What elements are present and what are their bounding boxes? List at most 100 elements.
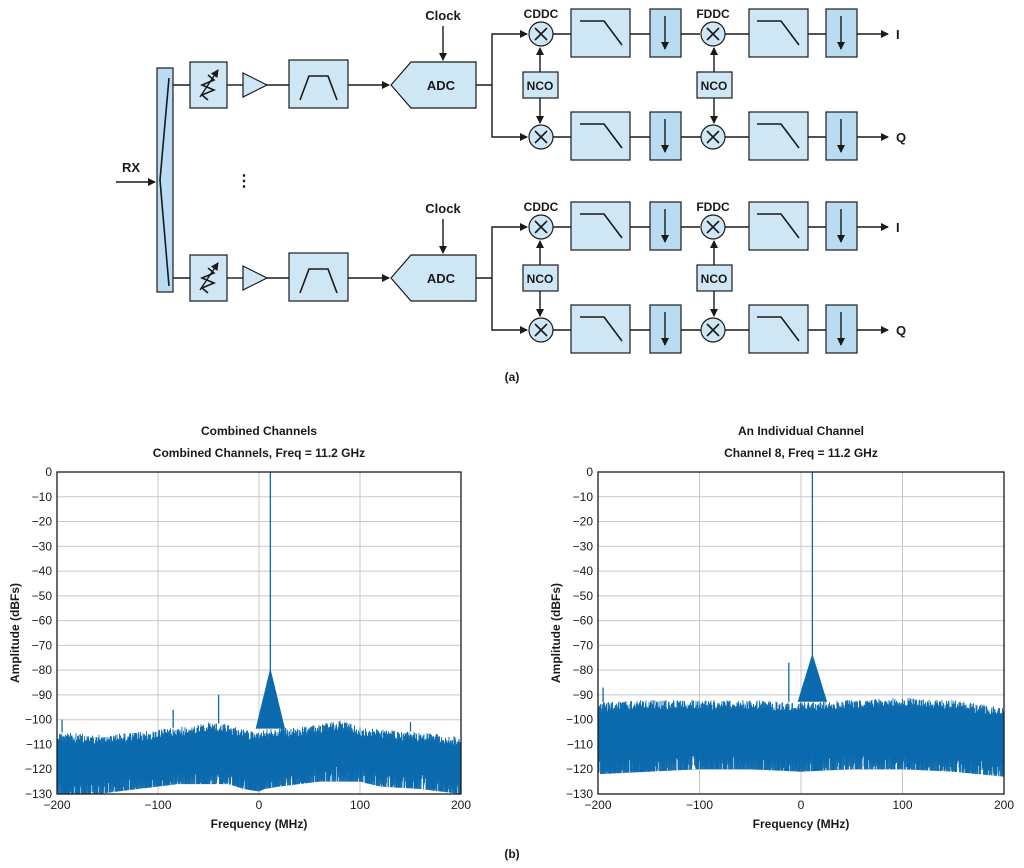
y-tick-label: 0	[45, 465, 52, 479]
y-tick-label: −90	[32, 688, 53, 702]
fddc-label: FDDC	[696, 7, 730, 21]
lowpass-icon	[580, 316, 623, 342]
y-tick-label: −20	[573, 515, 594, 529]
carrier-skirt	[797, 653, 828, 702]
y-axis-label: Amplitude (dBFs)	[8, 583, 22, 683]
y-tick-label: −100	[25, 713, 52, 727]
clock-label: Clock	[425, 8, 461, 23]
output-q-label: Q	[896, 130, 906, 145]
output-i-label: I	[896, 27, 900, 42]
y-tick-label: −40	[32, 564, 53, 578]
x-tick-label: 0	[798, 798, 805, 812]
y-tick-label: −60	[573, 614, 594, 628]
caption-b: (b)	[504, 847, 519, 861]
x-tick-label: 100	[350, 798, 370, 812]
x-tick-label: 100	[892, 798, 912, 812]
y-tick-label: −50	[573, 589, 594, 603]
spectrum-noise-floor	[56, 720, 462, 795]
y-tick-label: −70	[32, 638, 53, 652]
bandpass-icon	[299, 268, 338, 294]
y-tick-label: −110	[26, 737, 52, 751]
bandpass-icon	[299, 75, 338, 101]
lowpass-filter-block	[748, 201, 809, 251]
nco-label: NCO	[701, 79, 728, 93]
rx-chain-top: ADC Clock CDDC NCO FDDC	[173, 7, 906, 161]
y-axis-label: Amplitude (dBFs)	[549, 583, 563, 683]
lowpass-filter-block	[570, 111, 631, 161]
lowpass-icon	[757, 123, 800, 149]
x-tick-label: −200	[584, 798, 611, 812]
chart-subtitle: Combined Channels, Freq = 11.2 GHz	[153, 446, 365, 460]
x-tick-label: 200	[994, 798, 1014, 812]
attenuator-icon	[199, 267, 217, 294]
y-tick-label: −80	[32, 663, 53, 677]
carrier-skirt	[255, 670, 285, 729]
attenuator-icon	[199, 74, 217, 101]
bandpass-filter-block	[288, 59, 349, 109]
y-tick-label: −120	[566, 762, 593, 776]
lowpass-icon	[580, 20, 623, 46]
y-tick-label: −130	[25, 787, 52, 801]
clock-label: Clock	[425, 201, 461, 216]
splitter-glyph	[159, 77, 170, 287]
plot-frame	[597, 471, 1005, 795]
adc-label: ADC	[427, 78, 456, 93]
y-tick-label: −50	[32, 589, 53, 603]
chart-title: Combined Channels	[201, 424, 317, 438]
y-tick-label: −100	[566, 713, 593, 727]
y-tick-label: −90	[573, 688, 594, 702]
amplifier-triangle	[242, 72, 269, 98]
y-tick-label: −120	[25, 762, 52, 776]
y-tick-label: 0	[586, 465, 593, 479]
chart-title: An Individual Channel	[738, 424, 864, 438]
fddc-label: FDDC	[696, 200, 730, 214]
adc-label: ADC	[427, 271, 456, 286]
x-tick-label: −100	[686, 798, 713, 812]
output-i-label: I	[896, 220, 900, 235]
chart-subtitle: Channel 8, Freq = 11.2 GHz	[724, 446, 878, 460]
y-tick-label: −10	[32, 490, 53, 504]
cddc-label: CDDC	[524, 7, 559, 21]
nco-cddc	[522, 264, 559, 292]
y-tick-label: −110	[567, 737, 593, 751]
x-tick-label: 0	[256, 798, 263, 812]
bandpass-filter-block	[288, 252, 349, 302]
attenuator-block	[189, 61, 228, 109]
ellipsis-mark: ⋮	[236, 173, 252, 190]
lowpass-filter-block	[748, 111, 809, 161]
nco-label: NCO	[527, 79, 554, 93]
x-tick-label: 200	[451, 798, 471, 812]
y-tick-label: −60	[32, 614, 53, 628]
y-tick-label: −10	[573, 490, 594, 504]
block-diagram: RX ⋮ ADC Clock CDDC	[116, 7, 906, 384]
lowpass-icon	[757, 213, 800, 239]
amplifier-triangle	[242, 265, 269, 291]
x-axis-label: Frequency (MHz)	[211, 817, 308, 831]
lowpass-filter-block	[570, 304, 631, 354]
y-tick-label: −40	[573, 564, 594, 578]
x-axis-label: Frequency (MHz)	[753, 817, 850, 831]
y-tick-label: −130	[566, 787, 593, 801]
y-tick-label: −20	[32, 515, 53, 529]
spectrum-noise-floor	[597, 698, 1005, 777]
x-tick-label: −100	[144, 798, 171, 812]
nco-label: NCO	[701, 272, 728, 286]
y-tick-label: −30	[32, 539, 53, 553]
splitter-bar	[156, 67, 174, 293]
rx-label: RX	[122, 160, 140, 175]
cddc-label: CDDC	[524, 200, 559, 214]
x-tick-label: −200	[43, 798, 70, 812]
nco-label: NCO	[527, 272, 554, 286]
output-q-label: Q	[896, 323, 906, 338]
rx-chain-bottom: ADC Clock CDDC NCO FDDC NCO	[173, 200, 906, 354]
y-tick-label: −70	[573, 638, 594, 652]
plot-frame	[56, 471, 462, 795]
nco-fddc	[696, 71, 733, 99]
y-tick-label: −30	[573, 539, 594, 553]
lowpass-icon	[580, 213, 623, 239]
lowpass-filter-block	[570, 8, 631, 58]
y-tick-label: −80	[573, 663, 594, 677]
